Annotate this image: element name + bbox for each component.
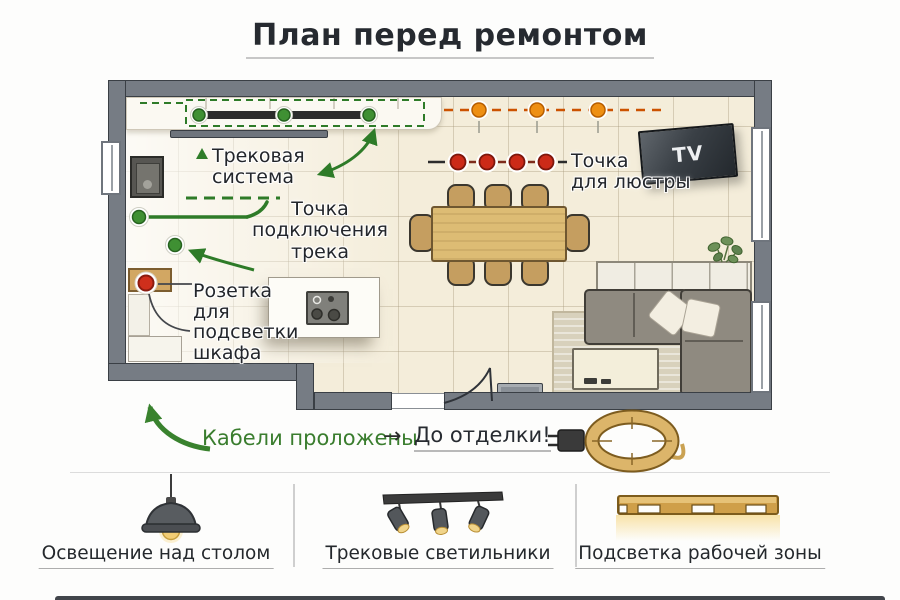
cabinet-socket-label: Розетка для подсветки шкафа — [193, 280, 299, 364]
wall-left — [108, 80, 126, 381]
window-glass-line — [761, 305, 763, 389]
wall-bottom-mid — [314, 392, 392, 410]
base-cabinet — [128, 336, 182, 362]
led-strip-icon — [616, 495, 780, 541]
pendant-lamp-icon — [141, 474, 201, 543]
wood-cabinet — [128, 268, 172, 292]
wall-top — [108, 80, 772, 97]
legend-divider — [575, 484, 577, 567]
coffee-table — [572, 348, 659, 390]
legend-item-pendant-label: Освещение над столом — [38, 543, 274, 569]
dining-chair — [564, 214, 590, 252]
wall-step — [296, 363, 314, 410]
cable-coil-icon — [548, 409, 686, 473]
panel-inner — [136, 163, 160, 194]
window-glass-line — [111, 145, 113, 191]
panel-knob — [143, 180, 152, 189]
track-lights-icon — [382, 491, 504, 535]
dining-table — [431, 206, 567, 262]
kitchen-island — [268, 277, 380, 338]
finish-note: До отделки! — [414, 423, 551, 452]
electrical-panel — [130, 156, 164, 198]
sofa-cushion-line — [633, 293, 635, 337]
note-arrow: → — [383, 424, 402, 449]
sofa-cushion-line — [685, 340, 743, 342]
chandelier-point-label: Точка для люстры — [571, 150, 691, 194]
bottom-edge-bar — [55, 596, 885, 600]
plug-icon — [557, 429, 585, 452]
window-right-upper — [751, 127, 771, 242]
legend-item-track-label: Трековые светильники — [322, 543, 554, 569]
pillow — [680, 297, 722, 339]
window-left — [101, 141, 121, 195]
exterior-area — [98, 381, 298, 425]
window-right-lower — [751, 301, 771, 393]
page-title: План перед ремонтом — [252, 18, 648, 53]
wall-bottom-left — [108, 363, 314, 381]
title-underline — [246, 57, 654, 59]
legend-divider — [293, 484, 295, 567]
wall-bottom-right — [444, 392, 772, 410]
triangle-marker-icon — [196, 148, 208, 159]
console-cabinet — [596, 261, 752, 294]
legend-separator — [70, 472, 830, 473]
track-system-label: Трековая система — [212, 145, 305, 189]
window-glass-line — [761, 131, 763, 238]
cables-note: Кабели проложены — [202, 426, 418, 450]
base-cabinet — [128, 294, 150, 336]
door-opening — [392, 393, 444, 409]
legend-item-led-label: Подсветка рабочей зоны — [575, 543, 825, 569]
range-hood — [170, 130, 328, 138]
upper-cabinets — [126, 97, 442, 130]
cooktop — [306, 291, 349, 325]
track-connection-label: Точка подключения трека — [252, 198, 388, 263]
remote — [584, 378, 597, 384]
remote — [601, 379, 611, 384]
